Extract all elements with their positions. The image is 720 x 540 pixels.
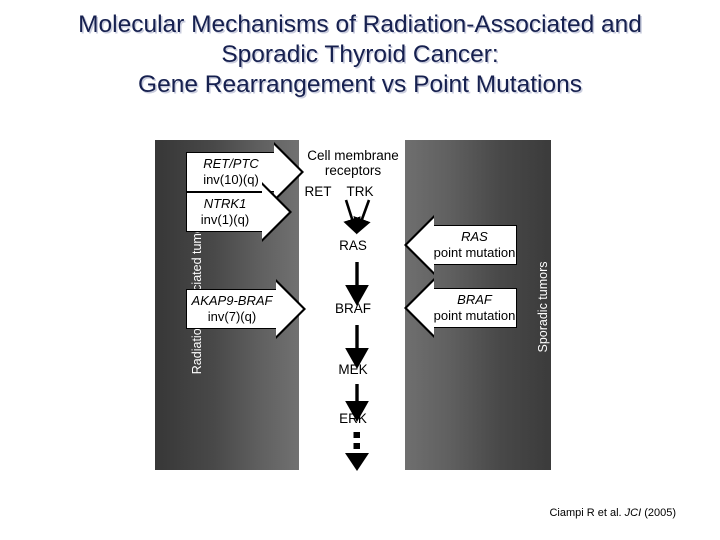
arrow-braf-gene: BRAF: [457, 292, 492, 307]
arrow-braf-point-mutation: BRAF point mutation: [404, 278, 517, 338]
citation-year: (2005): [641, 507, 676, 519]
arrow-ntrk1-sub: inv(1)(q): [200, 212, 250, 227]
pathway-header-line1: Cell membrane: [307, 148, 399, 163]
title-line-3: Gene Rearrangement vs Point Mutations: [138, 71, 582, 98]
arrow-trk-to-ras-icon: [353, 199, 371, 235]
arrow-ntrk1-text: NTRK1 inv(1)(q): [187, 196, 263, 228]
arrow-ras-gene: RAS: [461, 229, 488, 244]
page-title: Molecular Mechanisms of Radiation-Associ…: [0, 10, 720, 100]
arrow-ras-text: RAS point mutation: [433, 229, 516, 261]
pathway-header-line2: receptors: [324, 163, 382, 178]
arrow-akap9-braf-sub: inv(7)(q): [207, 309, 257, 324]
title-line-2: Sporadic Thyroid Cancer:: [221, 41, 499, 68]
arrow-braf-sub: point mutation: [433, 308, 516, 323]
pathway-node-ras: RAS: [339, 238, 367, 253]
arrow-akap9-braf-text: AKAP9-BRAF inv(7)(q): [187, 293, 277, 325]
pathway-header: Cell membrane receptors: [293, 148, 413, 178]
arrow-akap9-braf-gene: AKAP9-BRAF: [191, 293, 273, 308]
arrow-ntrk1-gene: NTRK1: [203, 196, 247, 211]
arrow-ras-sub: point mutation: [433, 245, 516, 260]
arrow-erk-downstream-dotted-icon: [345, 432, 369, 471]
arrow-ret-ptc-sub: inv(10)(q): [203, 172, 259, 187]
arrow-ras-point-mutation: RAS point mutation: [404, 215, 517, 275]
sporadic-tumors-label: Sporadic tumors: [536, 261, 550, 353]
arrow-braf-text: BRAF point mutation: [433, 292, 516, 324]
arrow-ntrk1: NTRK1 inv(1)(q): [186, 182, 292, 242]
citation-authors: Ciampi R et al.: [549, 507, 625, 519]
title-line-1: Molecular Mechanisms of Radiation-Associ…: [78, 11, 642, 38]
citation: Ciampi R et al. JCI (2005): [0, 507, 676, 519]
arrow-ret-to-ras-icon: [343, 199, 361, 235]
pathway-node-trk: TRK: [346, 184, 374, 199]
arrow-ret-ptc-text: RET/PTC inv(10)(q): [187, 156, 275, 188]
pathway-node-ret: RET: [304, 184, 332, 199]
arrow-ret-ptc-gene: RET/PTC: [203, 156, 259, 171]
citation-journal: JCI: [624, 507, 642, 519]
arrow-akap9-braf: AKAP9-BRAF inv(7)(q): [186, 279, 306, 339]
pathway-arrows: [343, 199, 371, 471]
